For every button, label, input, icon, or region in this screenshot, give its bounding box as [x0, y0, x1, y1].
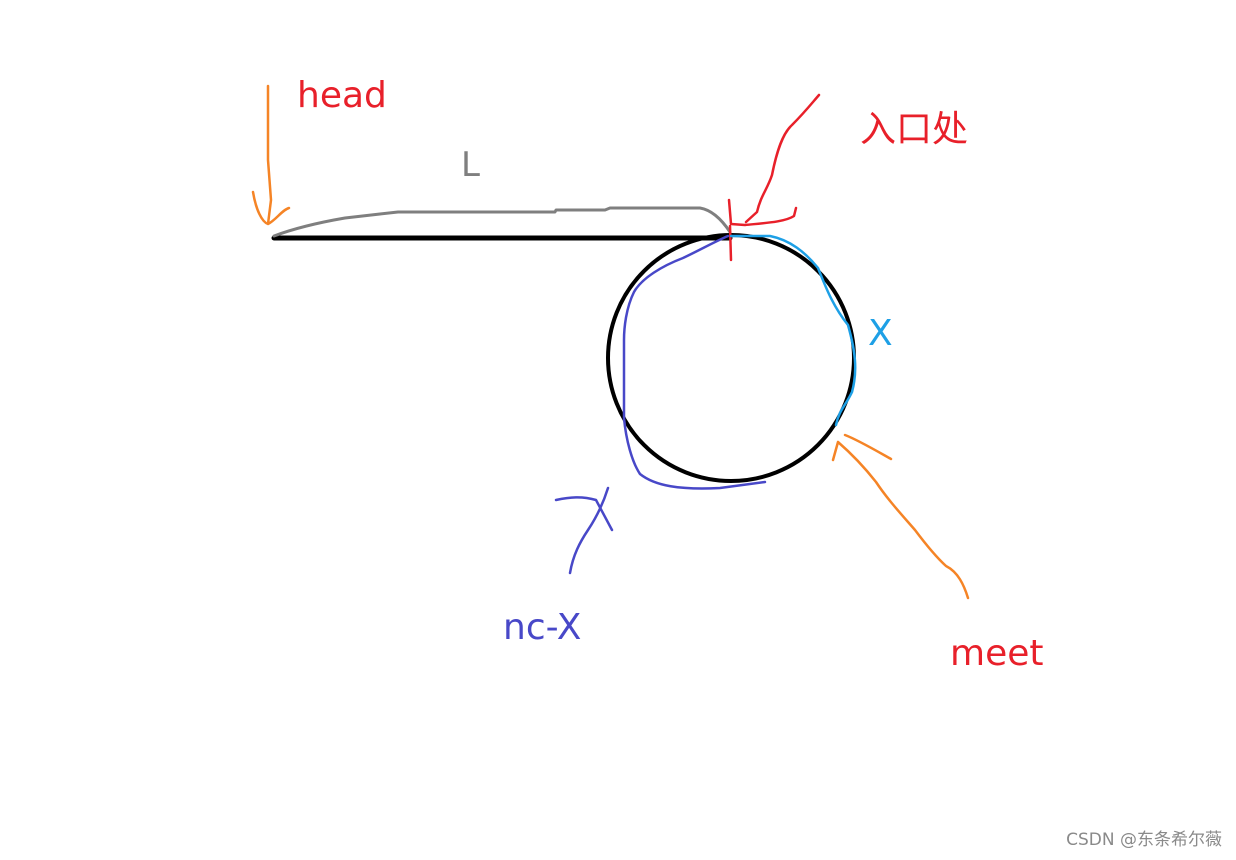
- entry-tick: [728, 224, 733, 262]
- arc-X: [729, 234, 857, 427]
- label-X: X: [868, 313, 893, 354]
- entry-pointer-hook: [727, 198, 798, 227]
- label-entry-point: 入口处: [860, 109, 969, 150]
- label-head: head: [297, 75, 387, 116]
- meet-pointer: [831, 433, 970, 600]
- nc-minus-x-pointer: [554, 486, 614, 575]
- head-arrow: [251, 84, 291, 226]
- watermark: CSDN @东条希尔薇: [1066, 830, 1222, 850]
- label-nc-minus-x: nc-X: [503, 607, 582, 648]
- label-meet: meet: [950, 633, 1044, 674]
- label-length-L: L: [461, 145, 480, 185]
- cycle-circle: [606, 233, 856, 483]
- length-L-brace: [272, 206, 732, 238]
- entry-pointer: [744, 93, 821, 224]
- arc-nc-minus-x: [622, 234, 767, 490]
